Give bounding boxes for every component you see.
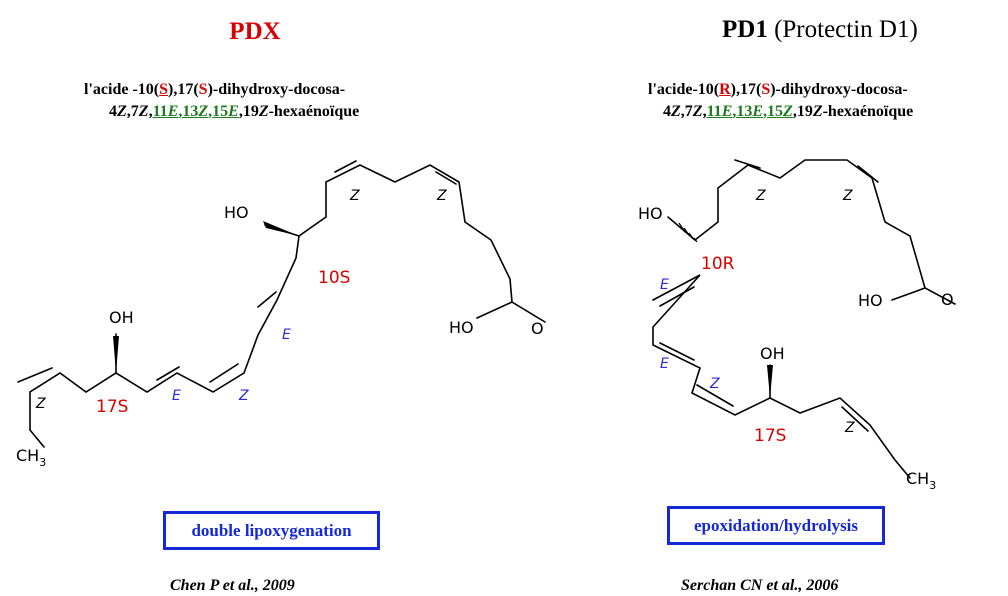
pdx-acid-bonds [476,301,513,319]
pdx-z3-label: Z [238,388,249,404]
pd1-c17-label: 17S [754,426,786,446]
pd1-z3-label: Z [709,376,720,392]
pdx-mechanism-box: double lipoxygenation [163,511,380,550]
pd1-skeleton [652,159,956,479]
pd1-hashed-wedge-10 [678,222,698,243]
pdx-wedge-17 [113,336,119,373]
pd1-title: PD1 (Protectin D1) [722,16,918,43]
pd1-acid-bonds [891,287,926,301]
pd1-iupac-line1: l'acide-10(R),17(S)-dihydroxy-docosa- [648,81,908,98]
pdx-iupac-line1: l'acide -10(S),17(S)-dihydroxy-docosa- [84,81,346,98]
pdx-skeleton [29,164,546,431]
pdx-c10-label: 10S [318,268,350,288]
pd1-double-bonds [659,159,879,432]
pd1-z2-label: Z [842,188,853,204]
pd1-mechanism-box: epoxidation/hydrolysis [667,506,885,545]
pdx-wedge-10 [263,221,299,236]
pdx-ho1-label: HO [224,203,249,222]
pdx-double-bonds [17,160,457,383]
pd1-z4-label: Z [844,420,855,436]
pd1-oh1-label: OH [760,344,785,363]
pdx-oh1-label: OH [109,308,134,327]
pdx-reference: Chen P et al., 2009 [170,577,295,594]
pd1-iupac-line2: 4Z,7Z,11E,13E,15Z,19Z-hexaénoïque [663,103,914,120]
pdx-e1-label: E [282,327,291,343]
pd1-c10-label: 10R [701,254,735,274]
pdx-c17-label: 17S [96,397,128,417]
pd1-structure [652,159,956,479]
pdx-z4-label: Z [35,396,46,412]
pdx-ho2-label: HO [449,318,474,337]
pd1-ho2-label: HO [858,291,883,310]
pdx-iupac-line2: 4Z,7Z,11E,13Z,15E,19Z-hexaénoïque [109,103,360,120]
pd1-o-label: O [941,290,954,309]
pd1-wedge-17 [767,365,773,398]
pdx-z1-label: Z [349,188,360,204]
pdx-ch3-bond [29,429,45,448]
pd1-z1-label: Z [755,188,766,204]
pd1-e2-label: E [660,356,669,372]
pd1-e1-label: E [660,277,669,293]
pd1-ho1-label: HO [638,204,663,223]
pdx-e2-label: E [172,388,181,404]
pd1-ch3-label: CH3 [906,469,936,492]
pd1-reference: Serchan CN et al., 2006 [681,577,839,594]
pdx-z2-label: Z [436,188,447,204]
pdx-title: PDX [229,18,281,45]
pdx-o-label: O [531,319,544,338]
pdx-ch3-label: CH3 [16,446,46,469]
